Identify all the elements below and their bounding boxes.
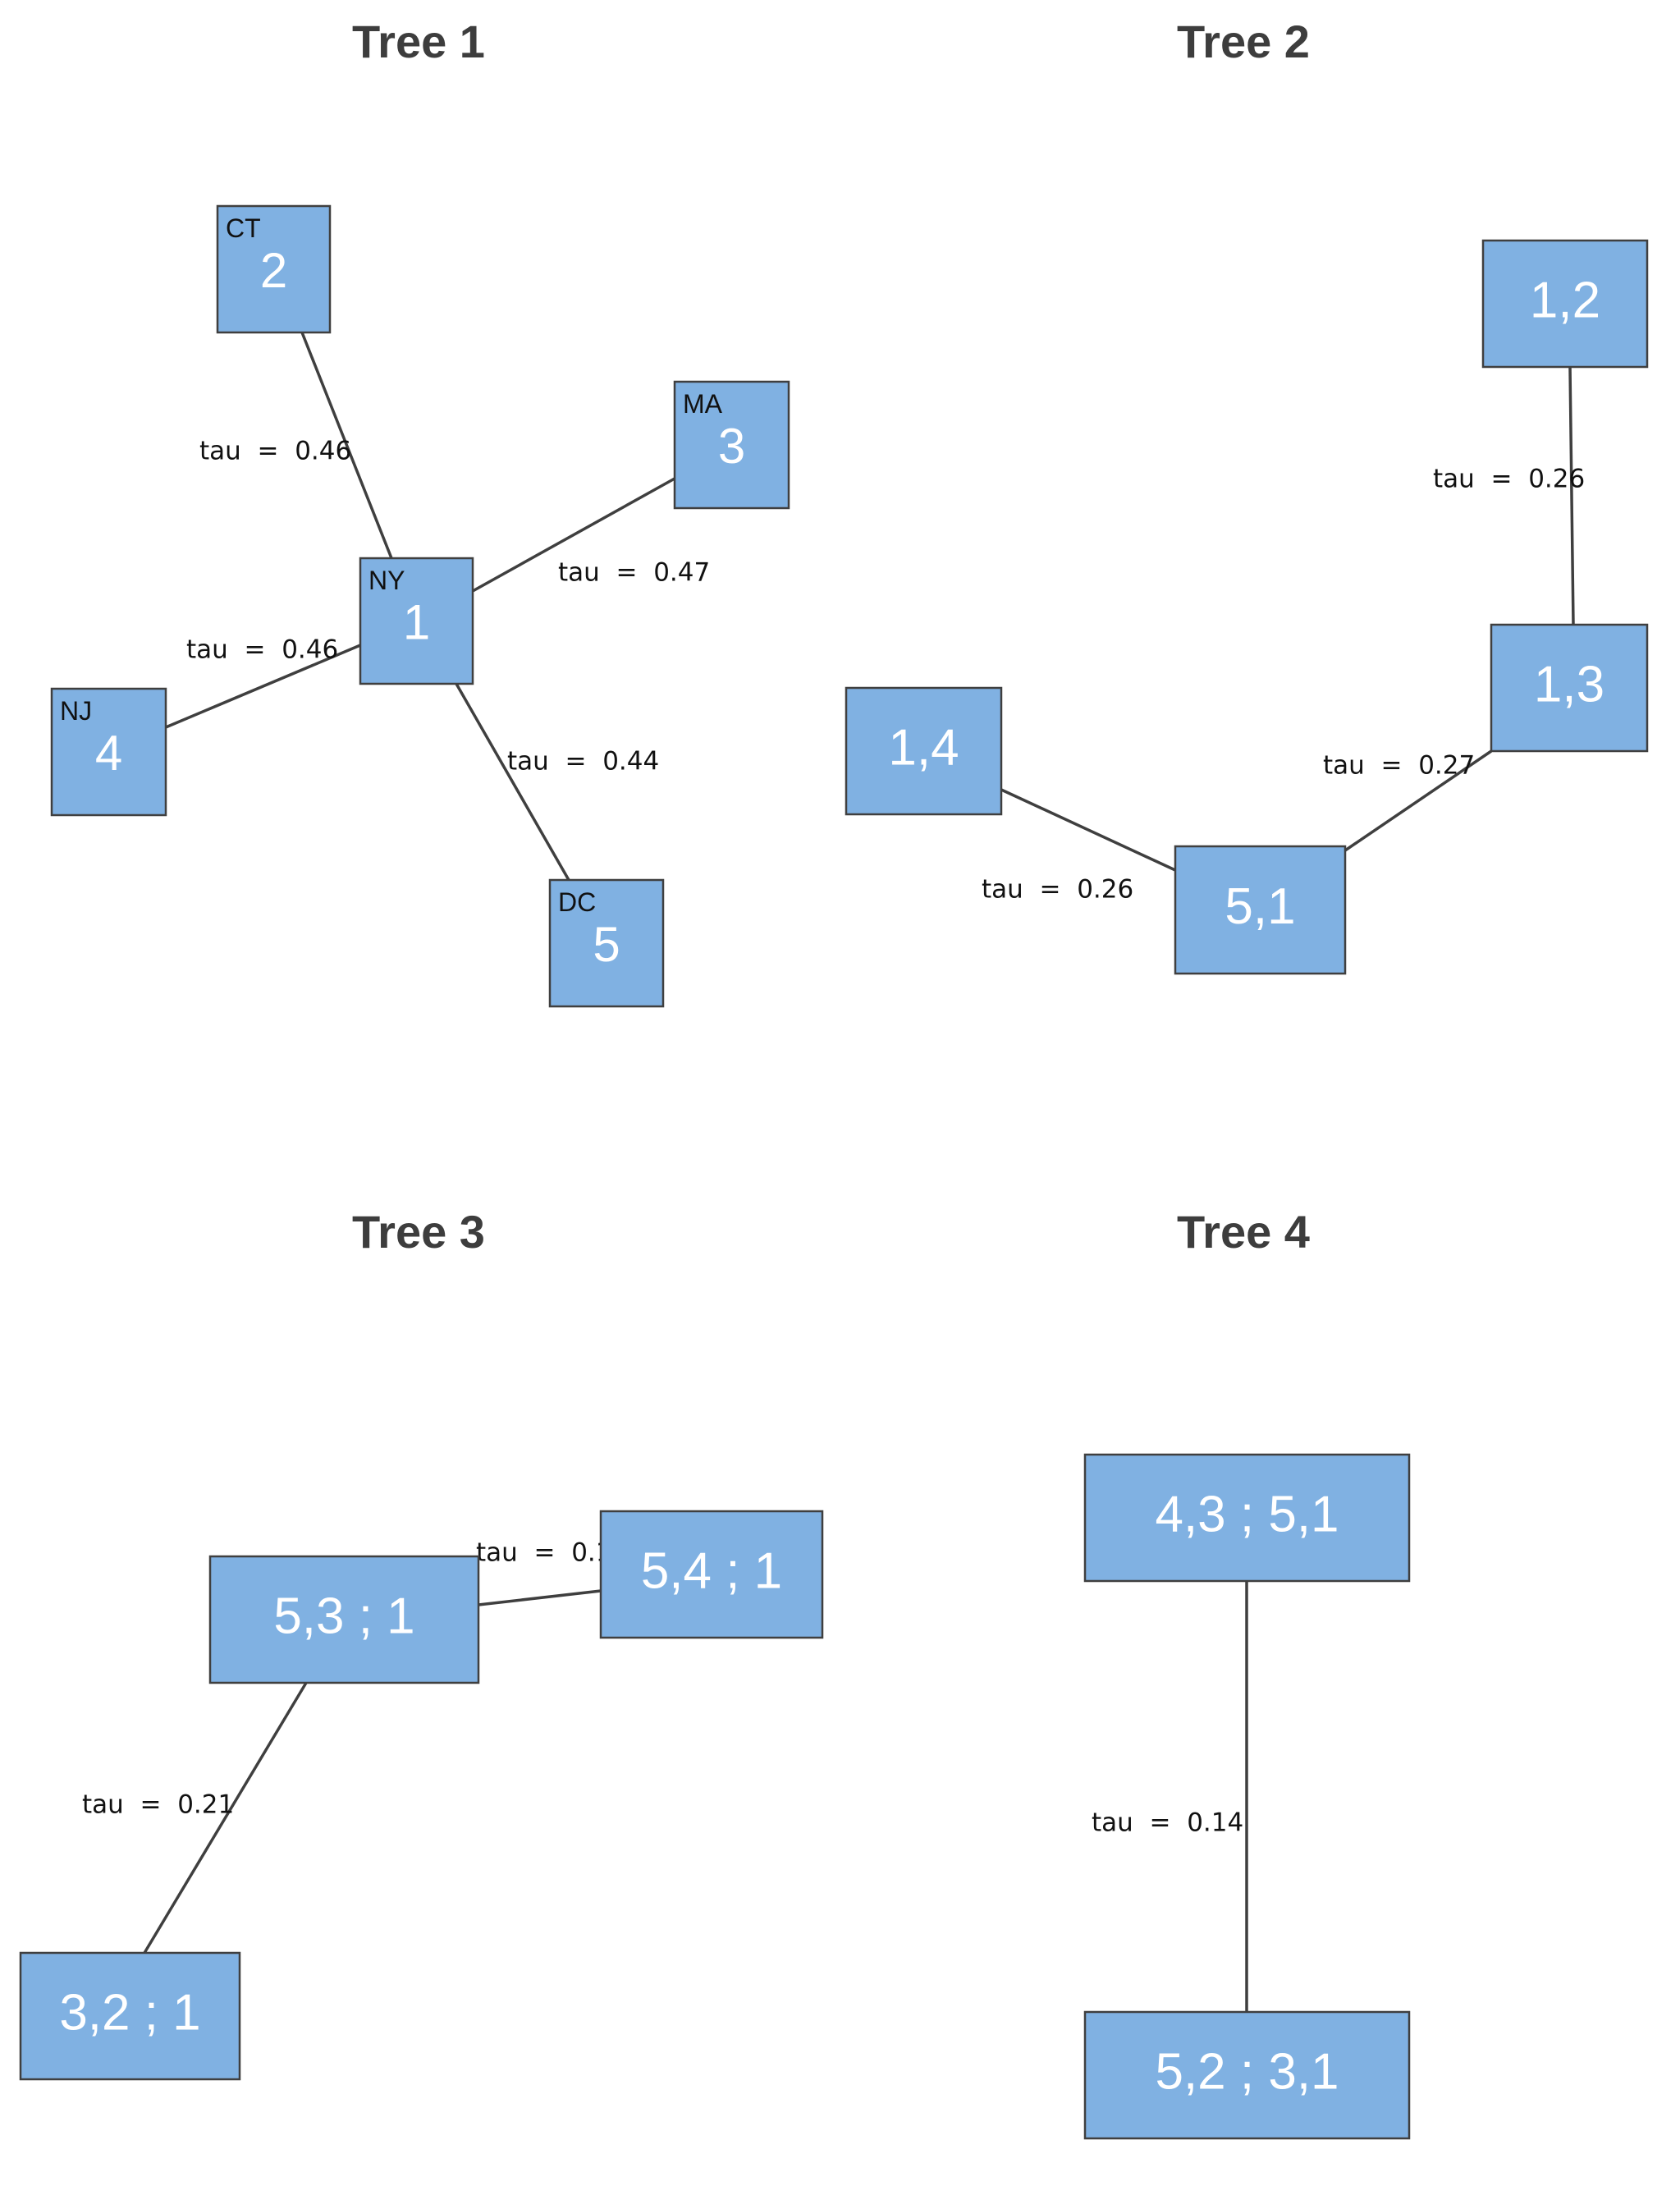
node-box xyxy=(19,1951,241,2081)
node-box xyxy=(216,204,332,334)
node-n51: 5,1 xyxy=(1174,845,1347,975)
node-label: 5,3 ; 1 xyxy=(273,1588,414,1644)
edge-line xyxy=(1344,749,1492,852)
node-n1: 1NY xyxy=(359,557,474,685)
edge-tau-label: tau = 0.27 xyxy=(1323,751,1475,781)
node-label: 4,3 ; 5,1 xyxy=(1155,1486,1339,1542)
edge-tau-label: tau = 0.14 xyxy=(1092,1808,1243,1838)
node-tag: CT xyxy=(226,213,261,243)
node-box xyxy=(1083,1453,1411,1583)
node-tag: MA xyxy=(683,389,723,419)
node-label: 3,2 ; 1 xyxy=(59,1984,200,2041)
node-n321: 3,2 ; 1 xyxy=(19,1951,241,2081)
node-n3: 3MA xyxy=(673,380,790,510)
node-label: 5,1 xyxy=(1225,878,1295,935)
edge-tau-label: tau = 0.46 xyxy=(186,635,338,665)
node-box xyxy=(673,380,790,510)
tree-title: Tree 1 xyxy=(352,16,485,67)
edge-tau-label: tau = 0.47 xyxy=(558,558,710,588)
node-n531: 5,3 ; 1 xyxy=(208,1555,480,1684)
edge-tau-label: tau = 0.44 xyxy=(507,747,659,777)
tree-title: Tree 3 xyxy=(352,1206,485,1258)
edge-tau-label: tau = 0.26 xyxy=(1433,465,1585,494)
node-box xyxy=(208,1555,480,1684)
node-label: 5 xyxy=(593,917,620,972)
node-n12: 1,2 xyxy=(1481,239,1649,369)
node-label: 2 xyxy=(260,243,287,298)
node-label: 5,2 ; 3,1 xyxy=(1155,2043,1339,2100)
node-n5: 5DC xyxy=(548,878,665,1008)
node-box xyxy=(1481,239,1649,369)
edge-line xyxy=(143,1682,308,1954)
edge-line xyxy=(455,683,570,881)
node-label: 4 xyxy=(95,726,122,781)
node-tag: DC xyxy=(558,887,596,917)
node-label: 1 xyxy=(403,594,430,649)
node-label: 1,3 xyxy=(1534,656,1604,713)
edge-tau-label: tau = 0.46 xyxy=(199,437,351,466)
tree-title: Tree 2 xyxy=(1177,16,1310,67)
node-n5231: 5,2 ; 3,1 xyxy=(1083,2010,1411,2140)
node-box xyxy=(599,1510,824,1639)
node-box xyxy=(50,687,167,817)
tree-4: Tree 4 tau = 0.14 4,3 ; 5,1 5,2 ; 3,1 xyxy=(1083,1206,1411,2140)
node-n4: 4NJ xyxy=(50,687,167,817)
edge-tau-label: tau = 0.26 xyxy=(982,875,1133,905)
node-box xyxy=(1174,845,1347,975)
node-box xyxy=(1490,623,1649,753)
node-box xyxy=(845,686,1003,816)
node-n2: 2CT xyxy=(216,204,332,334)
node-label: 5,4 ; 1 xyxy=(641,1542,782,1599)
node-box xyxy=(548,878,665,1008)
edge-line xyxy=(472,477,675,593)
node-n14: 1,4 xyxy=(845,686,1003,816)
node-box xyxy=(359,557,474,685)
node-label: 1,4 xyxy=(888,719,959,776)
node-label: 3 xyxy=(718,419,745,474)
node-label: 1,2 xyxy=(1530,272,1600,328)
tree-title: Tree 4 xyxy=(1177,1206,1310,1258)
edge-tau-label: tau = 0.1 xyxy=(476,1538,612,1568)
edge-line xyxy=(478,1589,602,1606)
node-tag: NY xyxy=(369,566,405,595)
node-n4351: 4,3 ; 5,1 xyxy=(1083,1453,1411,1583)
edge-tau-label: tau = 0.21 xyxy=(82,1790,234,1820)
edge-line xyxy=(165,644,361,729)
node-box xyxy=(1083,2010,1411,2140)
edge-line xyxy=(300,332,393,559)
edge-line xyxy=(1000,788,1176,872)
tree-1: Tree 1 tau = 0.46 tau = 0.47 tau = 0.46 tau … xyxy=(50,16,790,1008)
tree-3: Tree 3 tau = 0.1 tau = 0.21 5,3 ; 1 5,4 ; 1 3… xyxy=(19,1206,824,2081)
node-n541: 5,4 ; 1 xyxy=(599,1510,824,1639)
node-n13: 1,3 xyxy=(1490,623,1649,753)
node-tag: NJ xyxy=(60,696,92,726)
edge-line xyxy=(1568,366,1575,626)
tree-2: Tree 2 tau = 0.26 tau = 0.27 tau = 0.26 1,2 1… xyxy=(845,16,1649,975)
